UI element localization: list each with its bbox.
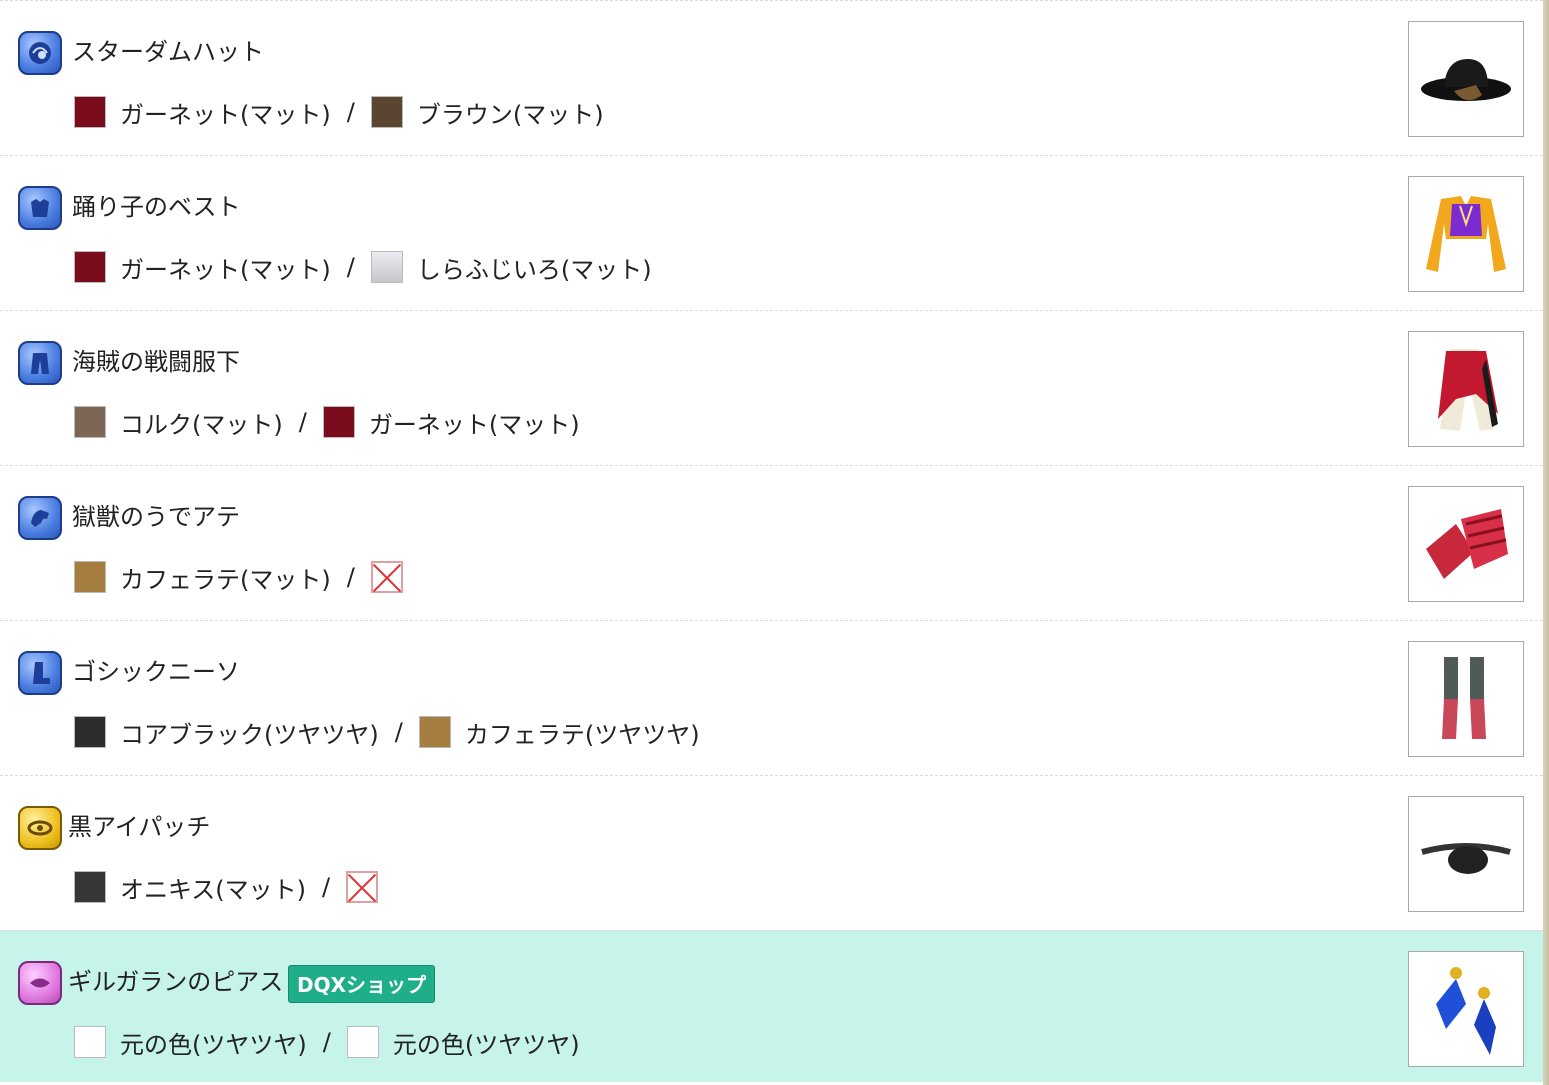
color-label: 元の色(ツヤツヤ) (392, 1030, 580, 1059)
list-item: ゴシックニーソ コアブラック(ツヤツヤ) / カフェラテ(ツヤツヤ) (0, 620, 1543, 775)
color-label: ガーネット(マット) (120, 255, 331, 284)
color-row: 元の色(ツヤツヤ) / 元の色(ツヤツヤ) (74, 1024, 580, 1060)
color-row: コアブラック(ツヤツヤ) / カフェラテ(ツヤツヤ) (74, 714, 700, 750)
color-swatch (346, 1026, 379, 1058)
pirate-pants-image[interactable] (1408, 331, 1524, 447)
hat-slot-icon (18, 31, 62, 75)
color-label: コルク(マット) (120, 410, 283, 439)
color-label: ブラウン(マット) (416, 100, 604, 129)
color-swatch (74, 251, 106, 283)
color-row: ガーネット(マット) / ブラウン(マット) (74, 94, 604, 130)
color-swatch (74, 1026, 106, 1058)
beast-arm-guard-image[interactable] (1408, 486, 1524, 602)
color-separator: / (322, 1028, 331, 1056)
color-label: 元の色(ツヤツヤ) (120, 1030, 307, 1059)
color-label: コアブラック(ツヤツヤ) (120, 720, 379, 749)
color-label: しらふじいろ(マット) (416, 255, 652, 284)
color-label: ガーネット(マット) (368, 410, 580, 439)
list-item: 踊り子のベスト ガーネット(マット) / しらふじいろ(マット) (0, 155, 1543, 310)
item-name: 獄獣のうでアテ (72, 503, 240, 531)
color-separator: / (346, 563, 355, 591)
item-name: スターダムハット (72, 38, 264, 66)
color-separator: / (322, 873, 331, 901)
leg-slot-icon (18, 651, 62, 695)
color-swatch (74, 561, 106, 593)
color-row: オニキス(マット) / (74, 869, 392, 905)
item-name: ギルガランのピアス (68, 968, 284, 996)
color-label: カフェラテ(ツヤツヤ) (464, 720, 700, 749)
color-swatch (322, 406, 355, 438)
item-name: ゴシックニーソ (72, 658, 240, 686)
list-item: 海賊の戦闘服下 コルク(マット) / ガーネット(マット) (0, 310, 1543, 465)
color-separator: / (298, 408, 307, 436)
color-separator: / (394, 718, 403, 746)
dancer-vest-image[interactable] (1408, 176, 1524, 292)
arm-slot-icon (18, 496, 62, 540)
color-swatch (74, 716, 106, 748)
earring-slot-icon (18, 961, 62, 1005)
gilgaran-earring-image[interactable] (1408, 951, 1524, 1067)
color-label: カフェラテ(マット) (120, 565, 331, 594)
page-scroll-rail (1543, 0, 1549, 1085)
color-swatch (74, 96, 106, 128)
stardom-hat-image[interactable] (1408, 21, 1524, 137)
item-name: 踊り子のベスト (72, 193, 241, 221)
body-bottom-slot-icon (18, 341, 62, 385)
body-top-slot-icon (18, 186, 62, 230)
color-separator: / (346, 253, 355, 281)
color-label: ガーネット(マット) (120, 100, 331, 129)
color-row: カフェラテ(マット) / (74, 559, 417, 595)
color-swatch (370, 251, 403, 283)
item-name: 黒アイパッチ (68, 813, 211, 841)
shop-badge: DQXショップ (288, 965, 436, 1003)
no-color-icon (370, 561, 403, 593)
list-item: 獄獣のうでアテ カフェラテ(マット) / (0, 465, 1543, 620)
color-swatch (418, 716, 451, 748)
list-item: 黒アイパッチ オニキス(マット) / (0, 775, 1543, 930)
color-label: オニキス(マット) (120, 875, 307, 904)
item-name: 海賊の戦闘服下 (72, 348, 240, 376)
list-item: スターダムハット ガーネット(マット) / ブラウン(マット) (0, 0, 1543, 155)
no-color-icon (346, 871, 379, 903)
gothic-knee-socks-image[interactable] (1408, 641, 1524, 757)
color-row: ガーネット(マット) / しらふじいろ(マット) (74, 249, 652, 285)
face-accessory-slot-icon (18, 806, 62, 850)
color-swatch (74, 871, 106, 903)
color-swatch (74, 406, 106, 438)
color-swatch (370, 96, 403, 128)
black-eyepatch-image[interactable] (1408, 796, 1524, 912)
list-item: ギルガランのピアス DQXショップ 元の色(ツヤツヤ) / 元の色(ツヤツヤ) (0, 930, 1543, 1082)
color-row: コルク(マット) / ガーネット(マット) (74, 404, 580, 440)
color-separator: / (346, 98, 355, 126)
